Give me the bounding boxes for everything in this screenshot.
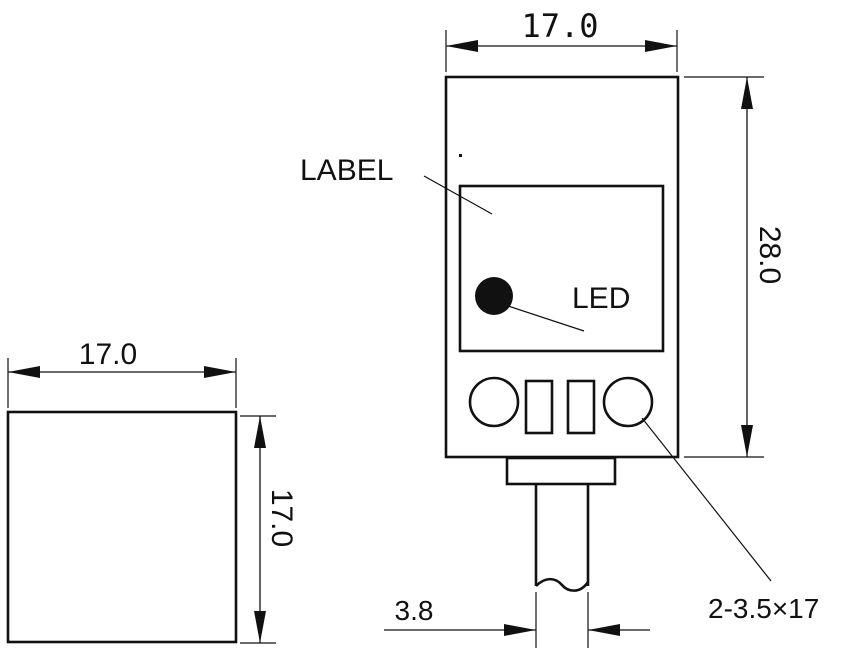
front-view: 17.0 28.0 3.8 LABEL LED 2-3.5×17 bbox=[300, 7, 819, 648]
led-leader bbox=[507, 305, 585, 332]
side-width-arrow-left bbox=[8, 366, 40, 378]
front-height-arrow-top bbox=[741, 77, 753, 109]
front-height-value: 28.0 bbox=[753, 226, 786, 284]
led-indicator bbox=[475, 277, 513, 315]
mounting-holes-callout: 2-3.5×17 bbox=[708, 593, 819, 624]
body-mark bbox=[459, 154, 462, 157]
mounting-hole-left bbox=[468, 376, 520, 428]
front-width-value: 17.0 bbox=[521, 7, 598, 45]
side-height-arrow-top bbox=[254, 416, 266, 448]
slot-right bbox=[566, 379, 596, 435]
cable-break bbox=[535, 577, 590, 592]
cable-diameter-arrow-left bbox=[504, 624, 536, 636]
side-width-value: 17.0 bbox=[79, 338, 137, 371]
front-view-body bbox=[444, 75, 680, 459]
label-callout: LABEL bbox=[300, 154, 393, 187]
front-height-arrow-bottom bbox=[741, 425, 753, 457]
side-view: 17.0 17.0 bbox=[6, 338, 298, 644]
side-height-value: 17.0 bbox=[265, 489, 298, 547]
cable-diameter-value: 3.8 bbox=[395, 595, 434, 626]
slot-left bbox=[524, 379, 554, 435]
side-height-arrow-bottom bbox=[254, 611, 266, 643]
front-width-arrow-right bbox=[645, 40, 677, 52]
label-window bbox=[458, 184, 665, 353]
side-view-body bbox=[6, 410, 238, 644]
led-callout: LED bbox=[572, 282, 630, 315]
hole-leader bbox=[641, 417, 772, 582]
mounting-hole-right bbox=[602, 376, 654, 428]
label-leader bbox=[423, 175, 493, 215]
cable-gland bbox=[505, 456, 617, 486]
front-width-arrow-left bbox=[446, 40, 478, 52]
cable-diameter-arrow-right bbox=[588, 624, 620, 636]
side-width-arrow-right bbox=[204, 366, 236, 378]
